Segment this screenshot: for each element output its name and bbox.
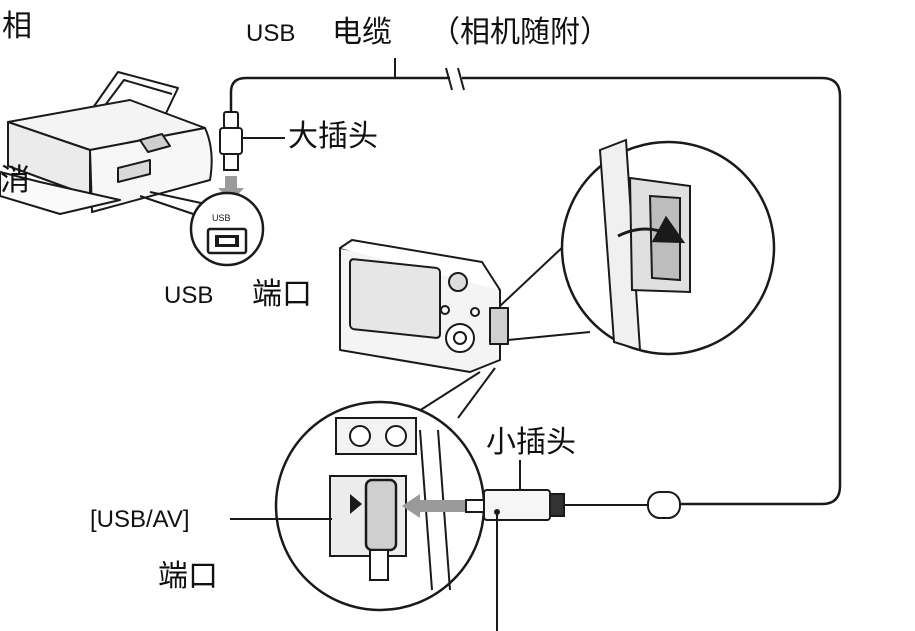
printer-edge-label-top: 相 (2, 9, 32, 44)
cable-note-label: （相机随附） (430, 15, 610, 50)
camera-icon (339, 239, 591, 419)
arrow-icon (402, 494, 470, 518)
large-plug-label: 大插头 (288, 119, 378, 154)
usb-av-port-label: 端口 (158, 559, 218, 594)
printer-edge-label-mid: 消 (0, 163, 30, 198)
usb-av-label: [USB/AV] (90, 506, 190, 533)
usb-port-word-label: 端口 (252, 277, 312, 312)
small-plug-icon (230, 460, 681, 631)
usb-cable (229, 58, 842, 506)
usb-port-icon (189, 191, 265, 267)
cable-name-label: 电缆 (332, 15, 392, 50)
camera-side-magnifier (560, 138, 776, 356)
cable-usb-label: USB (246, 20, 296, 47)
usb-port-label: USB (164, 282, 214, 309)
small-plug-label: 小插头 (486, 425, 576, 460)
usb-plug-icon (218, 111, 285, 202)
usb-av-port-magnifier (274, 400, 486, 612)
printer-icon (0, 71, 216, 219)
usb-port-badge: USB (212, 213, 231, 223)
